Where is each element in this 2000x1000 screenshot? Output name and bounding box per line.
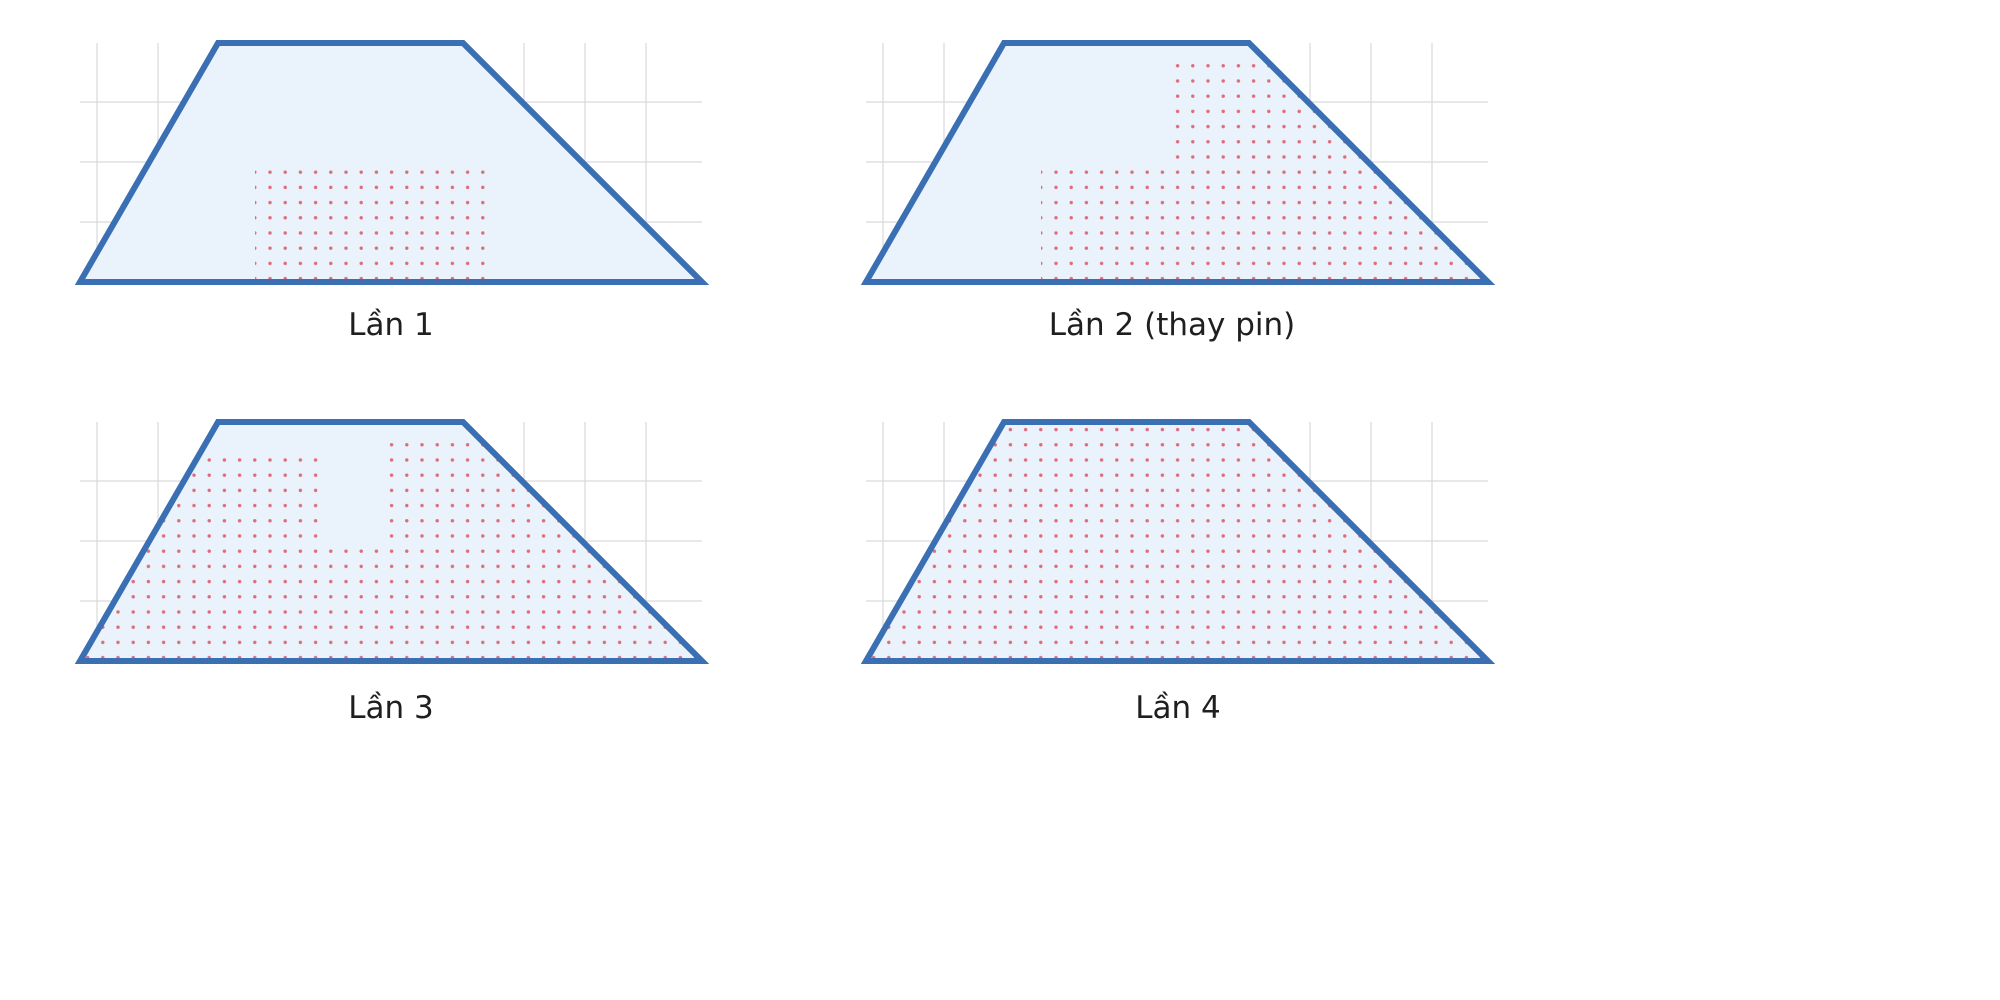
trapezoid-outline (74, 40, 710, 285)
panel-2-caption: Lần 2 (thay pin) (1049, 307, 1295, 343)
trapezoid-outline (860, 40, 1496, 285)
trapezoid-outline (860, 419, 1496, 664)
trapezoid-outline (74, 419, 710, 664)
panel-3 (74, 419, 710, 664)
covered-area (80, 432, 702, 661)
panel-1 (74, 40, 710, 285)
panel-1-caption: Lần 1 (348, 307, 434, 343)
panel-2 (860, 40, 1496, 285)
panel-4 (860, 419, 1496, 664)
covered-area (866, 422, 1488, 661)
covered-area (255, 159, 486, 282)
trapezoid-coverage-diagram: Lần 1 Lần 2 (thay pin) Lần 3 Lần (74, 40, 1496, 726)
panel-3-caption: Lần 3 (348, 690, 434, 726)
panel-4-caption: Lần 4 (1135, 690, 1221, 726)
